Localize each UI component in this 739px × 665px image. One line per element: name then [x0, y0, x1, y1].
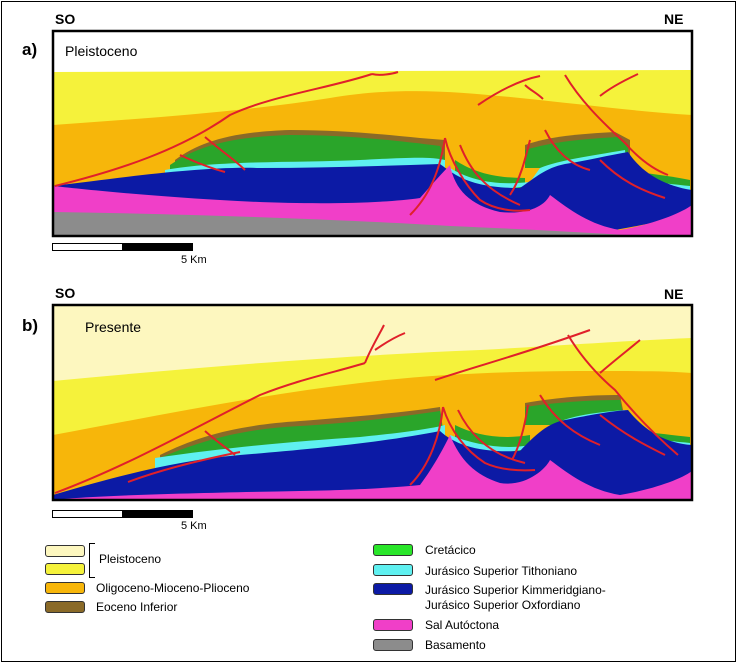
- panel-b-east-label: NE: [664, 286, 684, 302]
- panel-b-scalebar-white: [52, 510, 123, 518]
- panel-b-sal-layer: [53, 435, 692, 500]
- panel-b-fault-4: [127, 451, 241, 483]
- panel-b-stage-label: Presente: [85, 319, 142, 335]
- panel-b-faults: [54, 324, 679, 494]
- legend-label-basamento: Basamento: [425, 638, 486, 652]
- panel-a-basamento-layer: [53, 212, 640, 236]
- panel-a-scalebar-white: [52, 243, 123, 251]
- panel-a-scale-label: 5 Km: [181, 254, 207, 266]
- panel-b-fault-10: [567, 334, 679, 456]
- panel-b-border: [51, 303, 694, 502]
- legend-swatch-basamento: [373, 639, 413, 651]
- panel-b-fault-5: [204, 430, 236, 456]
- legend-swatch-sal: [373, 619, 413, 631]
- panel-a-scalebar-black: [122, 243, 193, 251]
- panel-a-fault-3: [204, 136, 246, 171]
- legend-swatch-kimmeridgiano: [373, 583, 413, 595]
- panel-a-border: [51, 29, 694, 238]
- panel-a-fault-11: [599, 73, 639, 97]
- panel-b-fault-8: [457, 409, 526, 464]
- panel-a-label: a): [22, 40, 38, 59]
- panel-a-fault-1: [54, 73, 373, 187]
- panel-a-cross-section: [51, 29, 694, 238]
- panel-a-west-label: SO: [55, 11, 76, 27]
- legend-label-pleistoceno: Pleistoceno: [99, 552, 162, 566]
- panel-b-scale-label: 5 Km: [181, 520, 207, 532]
- legend-swatch-cretacico: [373, 544, 413, 556]
- legend-bracket: [89, 543, 95, 578]
- legend-swatch-tithoniano: [373, 564, 413, 576]
- panel-a-fault-8: [477, 75, 541, 106]
- panel-a-east-label: NE: [664, 11, 684, 27]
- legend-swatch-oligoceno: [45, 582, 85, 594]
- panel-b-fault-12: [539, 394, 601, 446]
- panel-b-label: b): [22, 316, 39, 335]
- panel-a-fault-4: [179, 154, 226, 173]
- legend-label-tithoniano: Jurásico Superior Tithoniano: [425, 564, 578, 578]
- panel-b-west-label: SO: [55, 285, 76, 301]
- panel-b-fault-3: [374, 332, 406, 351]
- legend-swatch-eoceno: [45, 601, 85, 613]
- panel-b-fault-6: [409, 406, 444, 486]
- panel-b-scalebar-black: [122, 510, 193, 518]
- panel-b-fault-1: [54, 362, 366, 494]
- panel-b-fault-14: [599, 414, 666, 456]
- panel-a-fault-14: [599, 159, 666, 199]
- legend-swatch-pleistoceno-light: [45, 545, 85, 557]
- legend-label-kimmeridgiano-2: Jurásico Superior Oxfordiano: [425, 598, 581, 612]
- panel-a-fault-2: [371, 71, 399, 76]
- legend-label-sal: Sal Autóctona: [425, 618, 500, 632]
- panel-a-fault-13: [509, 139, 531, 196]
- panel-b-fault-7: [442, 406, 536, 472]
- legend-label-cretacico: Cretácico: [425, 543, 476, 557]
- panel-a-fault-10: [564, 74, 669, 176]
- panel-a-stage-label: Pleistoceno: [65, 43, 138, 59]
- panel-b-fault-9: [434, 329, 591, 381]
- panel-a-fault-7: [459, 144, 521, 206]
- panel-b-fault-2: [364, 324, 385, 364]
- legend-swatch-pleistoceno: [45, 563, 85, 575]
- legend-label-kimmeridgiano-1: Jurásico Superior Kimmeridgiano-: [425, 583, 606, 597]
- panel-b-cross-section: [51, 303, 694, 502]
- panel-a-fault-12: [544, 129, 591, 171]
- panel-b-fault-11: [599, 339, 641, 374]
- panel-b-fault-13: [511, 404, 529, 461]
- legend-label-oligoceno: Oligoceno-Mioceno-Plioceno: [96, 581, 250, 595]
- panel-a-fault-9: [524, 84, 544, 100]
- legend-label-eoceno: Eoceno Inferior: [96, 600, 178, 614]
- panel-a-faults: [54, 71, 669, 216]
- panel-a-fault-5: [409, 137, 446, 216]
- panel-a-fault-6: [444, 137, 531, 212]
